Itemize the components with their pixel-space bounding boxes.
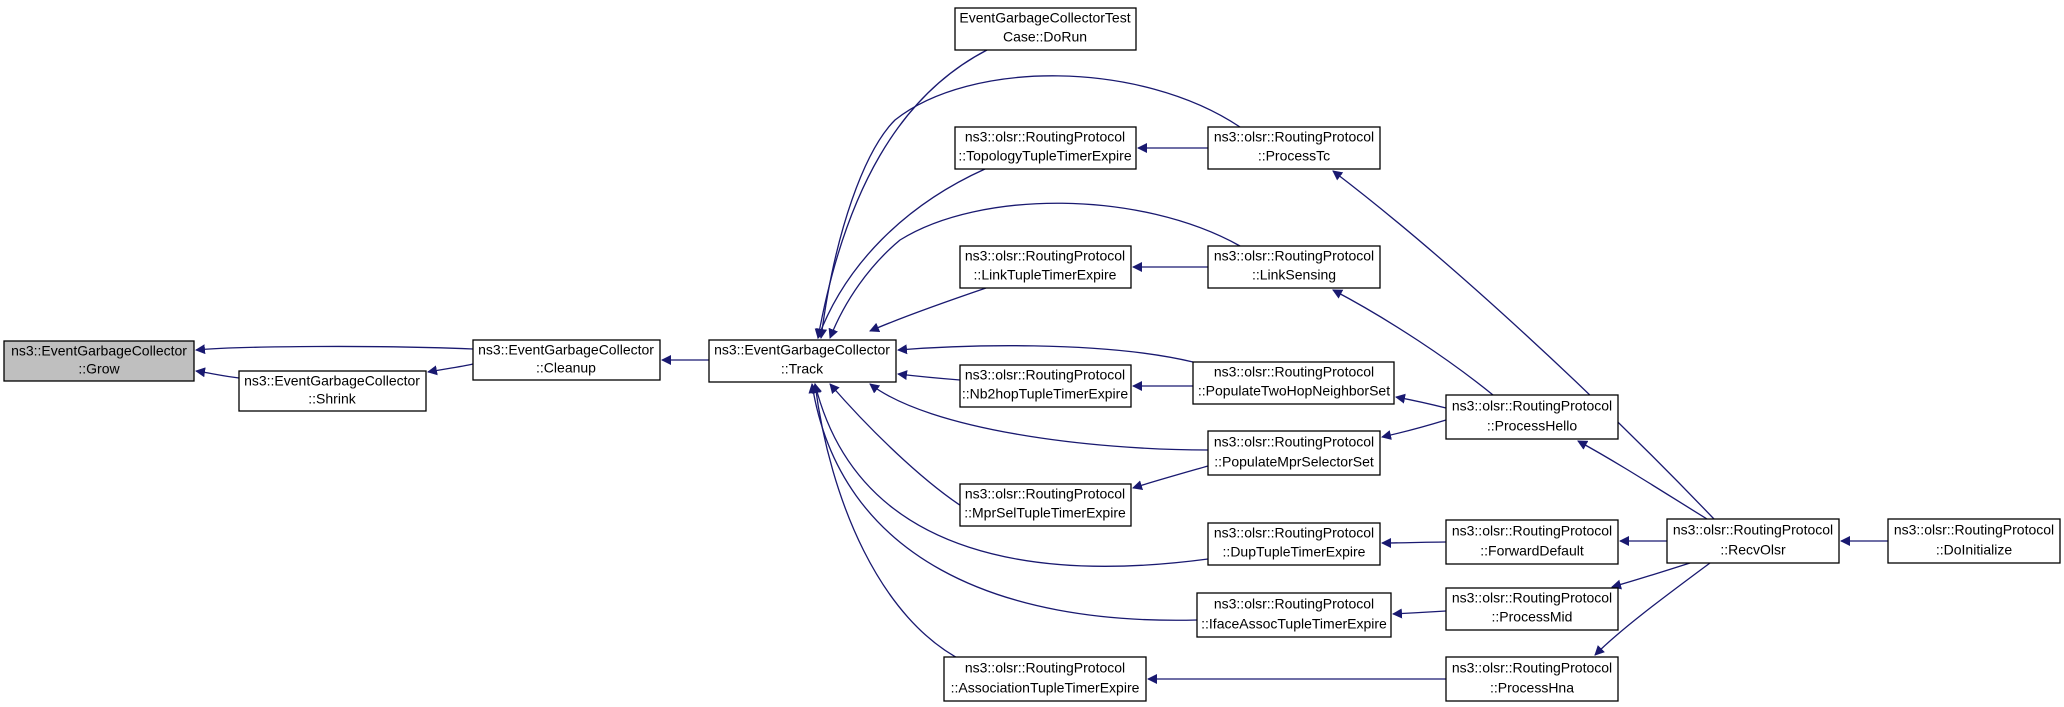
edge-iface-expire-to-track [808,383,1198,621]
node-iface-expire-line1: ns3::olsr::RoutingProtocol [1214,596,1374,612]
node-grow-line2: ::Grow [78,361,120,377]
node-dorun-line1: EventGarbageCollectorTest [959,10,1130,26]
node-mprsel-expire[interactable]: ns3::olsr::RoutingProtocol ::MprSelTuple… [959,483,1132,527]
node-assoc-expire[interactable]: ns3::olsr::RoutingProtocol ::Association… [943,656,1147,702]
node-linksensing[interactable]: ns3::olsr::RoutingProtocol ::LinkSensing [1207,245,1381,289]
edges-layer [195,49,1888,684]
edge-processmid-to-iface-expire [1392,608,1447,619]
node-topology-expire-line1: ns3::olsr::RoutingProtocol [965,129,1125,145]
node-forwarddefault[interactable]: ns3::olsr::RoutingProtocol ::ForwardDefa… [1445,519,1619,565]
node-iface-expire-line2: ::IfaceAssocTupleTimerExpire [1201,616,1387,632]
node-recvolsr-line1: ns3::olsr::RoutingProtocol [1673,522,1833,538]
nodes-layer: ns3::EventGarbageCollector ::Grow ns3::E… [3,7,2061,702]
edge-cleanup-to-grow [195,344,474,355]
edge-dup-expire-to-track [812,383,1209,567]
node-forwarddefault-line1: ns3::olsr::RoutingProtocol [1452,523,1612,539]
edge-forwarddefault-to-dup-expire [1381,537,1447,548]
node-dup-expire-line1: ns3::olsr::RoutingProtocol [1214,525,1374,541]
edge-processhello-to-populatempr [1381,419,1447,440]
edge-processhello-to-linksensing [1332,289,1494,396]
node-mprsel-expire-line2: ::MprSelTupleTimerExpire [964,505,1126,521]
node-processtc-line1: ns3::olsr::RoutingProtocol [1214,129,1374,145]
node-forwarddefault-line2: ::ForwardDefault [1480,543,1584,559]
edge-processhello-to-populate2hop [1395,393,1447,409]
node-populate2hop[interactable]: ns3::olsr::RoutingProtocol ::PopulateTwo… [1192,361,1395,405]
node-recvolsr-line2: ::RecvOlsr [1720,542,1786,558]
node-dorun-line2: Case::DoRun [1003,29,1087,45]
node-populate2hop-line1: ns3::olsr::RoutingProtocol [1214,364,1374,380]
node-track-line1: ns3::EventGarbageCollector [714,342,890,358]
node-assoc-expire-line2: ::AssociationTupleTimerExpire [951,680,1140,696]
edge-populatempr-to-mprsel-expire [1132,465,1209,491]
node-processmid[interactable]: ns3::olsr::RoutingProtocol ::ProcessMid [1445,587,1619,631]
node-doinitialize-line2: ::DoInitialize [1936,542,2012,558]
edge-topology-expire-to-track [816,168,986,339]
edge-processtc-to-track [817,75,1241,339]
edge-recvolsr-to-processtc [1332,170,1715,520]
node-cleanup-line2: ::Cleanup [536,360,596,376]
node-recvolsr[interactable]: ns3::olsr::RoutingProtocol ::RecvOlsr [1666,518,1840,564]
node-doinitialize-line1: ns3::olsr::RoutingProtocol [1894,522,2054,538]
node-processmid-line2: ::ProcessMid [1492,609,1573,625]
edge-shrink-to-grow [195,367,240,379]
node-mprsel-expire-line1: ns3::olsr::RoutingProtocol [965,486,1125,502]
node-cleanup[interactable]: ns3::EventGarbageCollector ::Cleanup [472,339,661,381]
node-grow-line1: ns3::EventGarbageCollector [11,343,187,359]
node-shrink[interactable]: ns3::EventGarbageCollector ::Shrink [238,370,427,412]
node-topology-expire[interactable]: ns3::olsr::RoutingProtocol ::TopologyTup… [954,126,1137,170]
node-populate2hop-line2: ::PopulateTwoHopNeighborSet [1198,383,1390,399]
edge-nb2hop-expire-to-track [897,370,961,381]
node-dup-expire-line2: ::DupTupleTimerExpire [1223,544,1366,560]
edge-recvolsr-to-processhna [1594,562,1711,656]
node-dup-expire[interactable]: ns3::olsr::RoutingProtocol ::DupTupleTim… [1207,522,1381,566]
node-processhna[interactable]: ns3::olsr::RoutingProtocol ::ProcessHna [1445,656,1619,702]
node-processtc-line2: ::ProcessTc [1258,148,1330,164]
edge-recvolsr-to-processmid [1611,562,1691,590]
edge-assoc-expire-to-track [811,383,966,663]
node-track[interactable]: ns3::EventGarbageCollector ::Track [708,339,897,383]
node-linksensing-line1: ns3::olsr::RoutingProtocol [1214,248,1374,264]
node-shrink-line1: ns3::EventGarbageCollector [244,373,420,389]
node-nb2hop-expire-line2: ::Nb2hopTupleTimerExpire [962,386,1128,402]
node-populatempr-line2: ::PopulateMprSelectorSet [1214,454,1374,470]
node-processhello-line1: ns3::olsr::RoutingProtocol [1452,398,1612,414]
node-processhello-line2: ::ProcessHello [1487,418,1577,434]
node-populatempr-line1: ns3::olsr::RoutingProtocol [1214,434,1374,450]
edge-populate2hop-to-track [897,344,1194,363]
node-nb2hop-expire[interactable]: ns3::olsr::RoutingProtocol ::Nb2hopTuple… [959,364,1132,408]
edge-linksensing-to-track [828,202,1241,339]
edge-recvolsr-to-processhello [1577,440,1708,520]
node-doinitialize[interactable]: ns3::olsr::RoutingProtocol ::DoInitializ… [1887,518,2061,564]
edge-cleanup-to-shrink [427,363,474,376]
node-nb2hop-expire-line1: ns3::olsr::RoutingProtocol [965,367,1125,383]
node-shrink-line2: ::Shrink [308,391,356,407]
node-topology-expire-line2: ::TopologyTupleTimerExpire [958,148,1131,164]
node-dorun[interactable]: EventGarbageCollectorTest Case::DoRun [954,7,1137,51]
node-link-expire-line2: ::LinkTupleTimerExpire [974,267,1117,283]
node-cleanup-line1: ns3::EventGarbageCollector [478,342,654,358]
node-link-expire-line1: ns3::olsr::RoutingProtocol [965,248,1125,264]
edge-dorun-to-track [814,49,988,339]
node-processmid-line1: ns3::olsr::RoutingProtocol [1452,590,1612,606]
node-processhna-line2: ::ProcessHna [1490,680,1574,696]
node-linksensing-line2: ::LinkSensing [1252,267,1336,283]
node-iface-expire[interactable]: ns3::olsr::RoutingProtocol ::IfaceAssocT… [1196,592,1392,638]
node-track-line2: ::Track [781,361,824,377]
node-assoc-expire-line1: ns3::olsr::RoutingProtocol [965,660,1125,676]
node-processhna-line1: ns3::olsr::RoutingProtocol [1452,660,1612,676]
node-grow[interactable]: ns3::EventGarbageCollector ::Grow [3,340,195,382]
edge-populatempr-to-track [869,383,1209,451]
edge-link-expire-to-track [869,287,987,333]
node-link-expire[interactable]: ns3::olsr::RoutingProtocol ::LinkTupleTi… [959,245,1132,289]
node-populatempr[interactable]: ns3::olsr::RoutingProtocol ::PopulateMpr… [1207,430,1381,476]
node-processhello[interactable]: ns3::olsr::RoutingProtocol ::ProcessHell… [1445,394,1619,440]
node-processtc[interactable]: ns3::olsr::RoutingProtocol ::ProcessTc [1207,126,1381,170]
